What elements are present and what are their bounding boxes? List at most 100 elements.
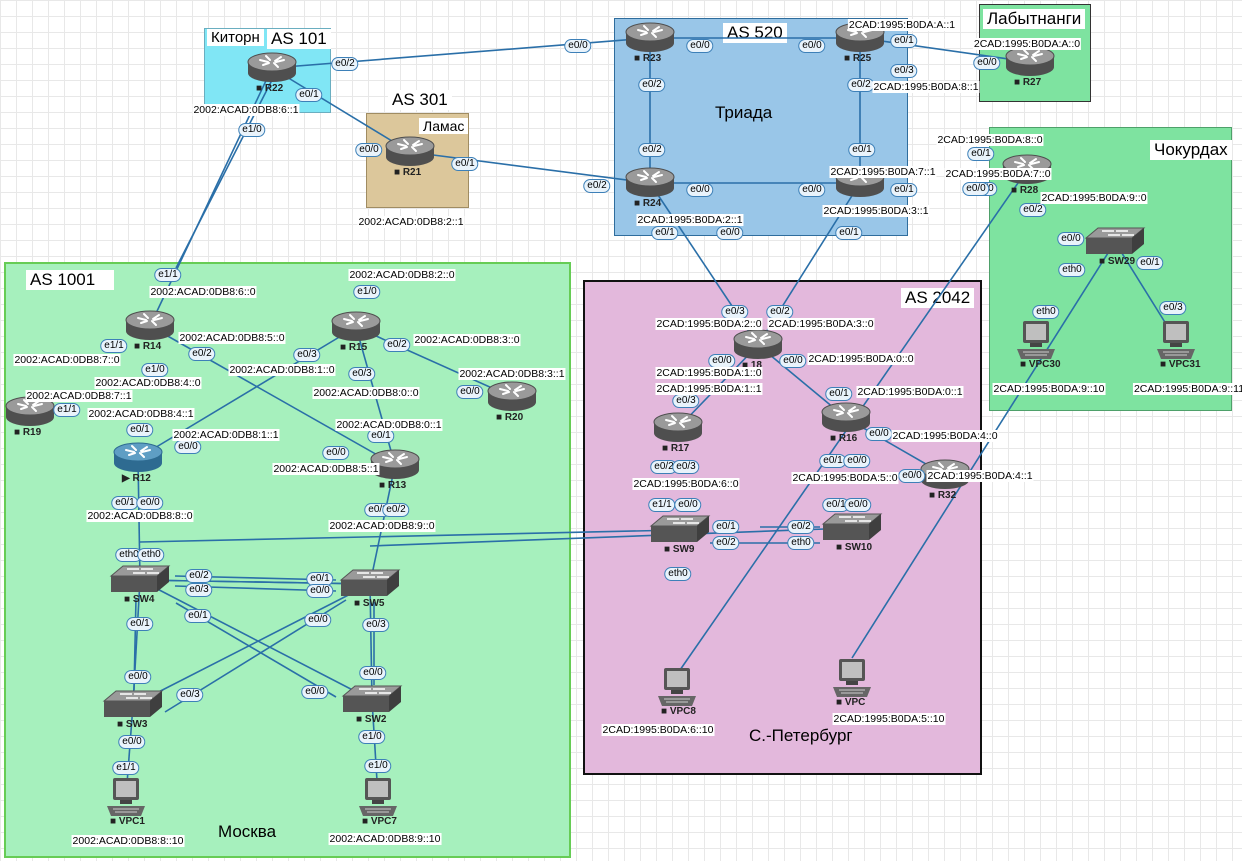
interface-label: e0/3 bbox=[185, 583, 213, 597]
ipv6-address-label: 2CAD:1995:B0DA:9::11 bbox=[1132, 383, 1242, 395]
device-r27-icon[interactable] bbox=[1004, 45, 1056, 84]
device-label: ■ R15 bbox=[340, 342, 368, 353]
interface-label: e1/0 bbox=[353, 285, 381, 299]
ipv6-address-label: 2002:ACAD:0DB8:0::0 bbox=[312, 387, 420, 399]
device-label: ■ VPC8 bbox=[661, 706, 696, 717]
ipv6-address-label: 2002:ACAD:0DB8:5::0 bbox=[178, 332, 286, 344]
device-sw5-icon[interactable] bbox=[339, 568, 401, 605]
device-r23-icon[interactable] bbox=[624, 21, 676, 60]
device-sw29-icon[interactable] bbox=[1084, 226, 1146, 263]
interface-label: e0/3 bbox=[721, 305, 749, 319]
interface-label: e0/0 bbox=[865, 427, 893, 441]
interface-label: e0/0 bbox=[118, 735, 146, 749]
device-vpc1-icon[interactable] bbox=[105, 776, 147, 823]
device-r24-icon[interactable] bbox=[624, 166, 676, 205]
ipv6-address-label: 2CAD:1995:B0DA:9::10 bbox=[992, 383, 1106, 395]
device-label: ■ R32 bbox=[929, 490, 957, 501]
ipv6-address-label: 2CAD:1995:B0DA:4::1 bbox=[926, 470, 1034, 482]
area-as101-sublabel: Киторн bbox=[207, 29, 264, 46]
device-sw3-icon[interactable] bbox=[102, 689, 164, 726]
device-label: ■ SW5 bbox=[354, 598, 385, 609]
device-r13-icon[interactable] bbox=[369, 448, 421, 487]
area-as520-sublabel: Триада bbox=[715, 103, 773, 122]
interface-label: e0/1 bbox=[890, 34, 918, 48]
ipv6-address-label: 2CAD:1995:B0DA:1::1 bbox=[655, 383, 763, 395]
interface-label: e0/3 bbox=[348, 367, 376, 381]
interface-label: e0/0 bbox=[962, 182, 990, 196]
interface-label: e0/3 bbox=[362, 618, 390, 632]
device-r20-icon[interactable] bbox=[486, 380, 538, 419]
device-sw10-icon[interactable] bbox=[821, 512, 883, 549]
interface-label: e0/1 bbox=[651, 226, 679, 240]
interface-label: e0/1 bbox=[825, 387, 853, 401]
interface-label: e1/0 bbox=[358, 730, 386, 744]
device-label: ■ VPC31 bbox=[1160, 359, 1201, 370]
device-r14-icon[interactable] bbox=[124, 309, 176, 348]
ipv6-address-label: 2CAD:1995:B0DA:6::10 bbox=[601, 724, 715, 736]
device-label: ■ VPC bbox=[836, 697, 866, 708]
device-sw4-icon[interactable] bbox=[109, 564, 171, 601]
device-label: ■ R22 bbox=[256, 83, 284, 94]
device-vpc31-icon[interactable] bbox=[1155, 319, 1197, 366]
interface-label: e1/0 bbox=[364, 759, 392, 773]
interface-label: eth0 bbox=[787, 536, 815, 550]
interface-label: e0/2 bbox=[638, 143, 666, 157]
device-r12-icon[interactable] bbox=[112, 441, 164, 480]
ipv6-address-label: 2CAD:1995:B0DA:2::0 bbox=[655, 318, 763, 330]
device-label: ■ R24 bbox=[634, 198, 662, 209]
area-as101: Киторн AS 101 bbox=[204, 28, 331, 113]
link-sw29-vpc30 bbox=[851, 241, 1116, 659]
device-vpc8-icon[interactable] bbox=[656, 666, 698, 713]
device-r15-icon[interactable] bbox=[330, 310, 382, 349]
interface-label: eth0 bbox=[137, 548, 165, 562]
device-r18-icon[interactable] bbox=[732, 328, 784, 367]
ipv6-address-label: 2002:ACAD:0DB8:4::0 bbox=[94, 377, 202, 389]
interface-label: e1/1 bbox=[53, 403, 81, 417]
ipv6-address-label: 2002:ACAD:0DB8:8::10 bbox=[71, 835, 185, 847]
ipv6-address-label: 2CAD:1995:B0DA:8::1 bbox=[872, 81, 980, 93]
device-r22-icon[interactable] bbox=[246, 51, 298, 90]
device-label: ■ SW10 bbox=[836, 542, 873, 553]
ipv6-address-label: 2CAD:1995:B0DA:0::0 bbox=[807, 353, 915, 365]
device-sw9-icon[interactable] bbox=[649, 514, 711, 551]
ipv6-address-label: 2002:ACAD:0DB8:2::0 bbox=[348, 269, 456, 281]
interface-label: e0/0 bbox=[174, 440, 202, 454]
device-sw2-icon[interactable] bbox=[341, 684, 403, 721]
ipv6-address-label: 2002:ACAD:0DB8:1::1 bbox=[172, 429, 280, 441]
device-r21-icon[interactable] bbox=[384, 135, 436, 174]
interface-label: e1/0 bbox=[141, 363, 169, 377]
ipv6-address-label: 2CAD:1995:B0DA:8::0 bbox=[936, 134, 1044, 146]
interface-label: e0/1 bbox=[712, 520, 740, 534]
interface-label: e1/1 bbox=[112, 761, 140, 775]
device-vpc-icon[interactable] bbox=[831, 657, 873, 704]
device-r16-icon[interactable] bbox=[820, 401, 872, 440]
ipv6-address-label: 2002:ACAD:0DB8:7::1 bbox=[25, 390, 133, 402]
link-r17-sw9 bbox=[139, 529, 681, 543]
device-label: ■ R21 bbox=[394, 167, 422, 178]
interface-label: e0/3 bbox=[672, 394, 700, 408]
device-vpc7-icon[interactable] bbox=[357, 776, 399, 823]
interface-label: e0/3 bbox=[890, 64, 918, 78]
device-label: ■ R16 bbox=[830, 433, 858, 444]
ipv6-address-label: 2002:ACAD:0DB8:7::0 bbox=[13, 354, 121, 366]
ipv6-address-label: 2CAD:1995:B0DA:A::0 bbox=[972, 38, 1082, 50]
interface-label: e0/2 bbox=[787, 520, 815, 534]
interface-label: e0/0 bbox=[973, 56, 1001, 70]
ipv6-address-label: 2002:ACAD:0DB8:2::1 bbox=[357, 216, 465, 228]
link-sw4-sw2 bbox=[139, 579, 373, 701]
interface-label: e0/1 bbox=[967, 147, 995, 161]
device-label: ■ R13 bbox=[379, 480, 407, 491]
ipv6-address-label: 2CAD:1995:B0DA:6::0 bbox=[632, 478, 740, 490]
interface-label: e0/2 bbox=[712, 536, 740, 550]
device-vpc30-icon[interactable] bbox=[1015, 319, 1057, 366]
ipv6-address-label: 2002:ACAD:0DB8:6::0 bbox=[149, 286, 257, 298]
ipv6-address-label: 2CAD:1995:B0DA:4::0 bbox=[891, 430, 999, 442]
device-r17-icon[interactable] bbox=[652, 411, 704, 450]
ipv6-address-label: 2CAD:1995:B0DA:3::1 bbox=[822, 205, 930, 217]
interface-label: eth0 bbox=[1032, 305, 1060, 319]
interface-label: e0/2 bbox=[847, 78, 875, 92]
link-r16-sw10 bbox=[369, 527, 853, 547]
device-label: ■ SW9 bbox=[664, 544, 695, 555]
interface-label: e0/1 bbox=[822, 498, 850, 512]
ipv6-address-label: 2CAD:1995:B0DA:0::1 bbox=[856, 386, 964, 398]
